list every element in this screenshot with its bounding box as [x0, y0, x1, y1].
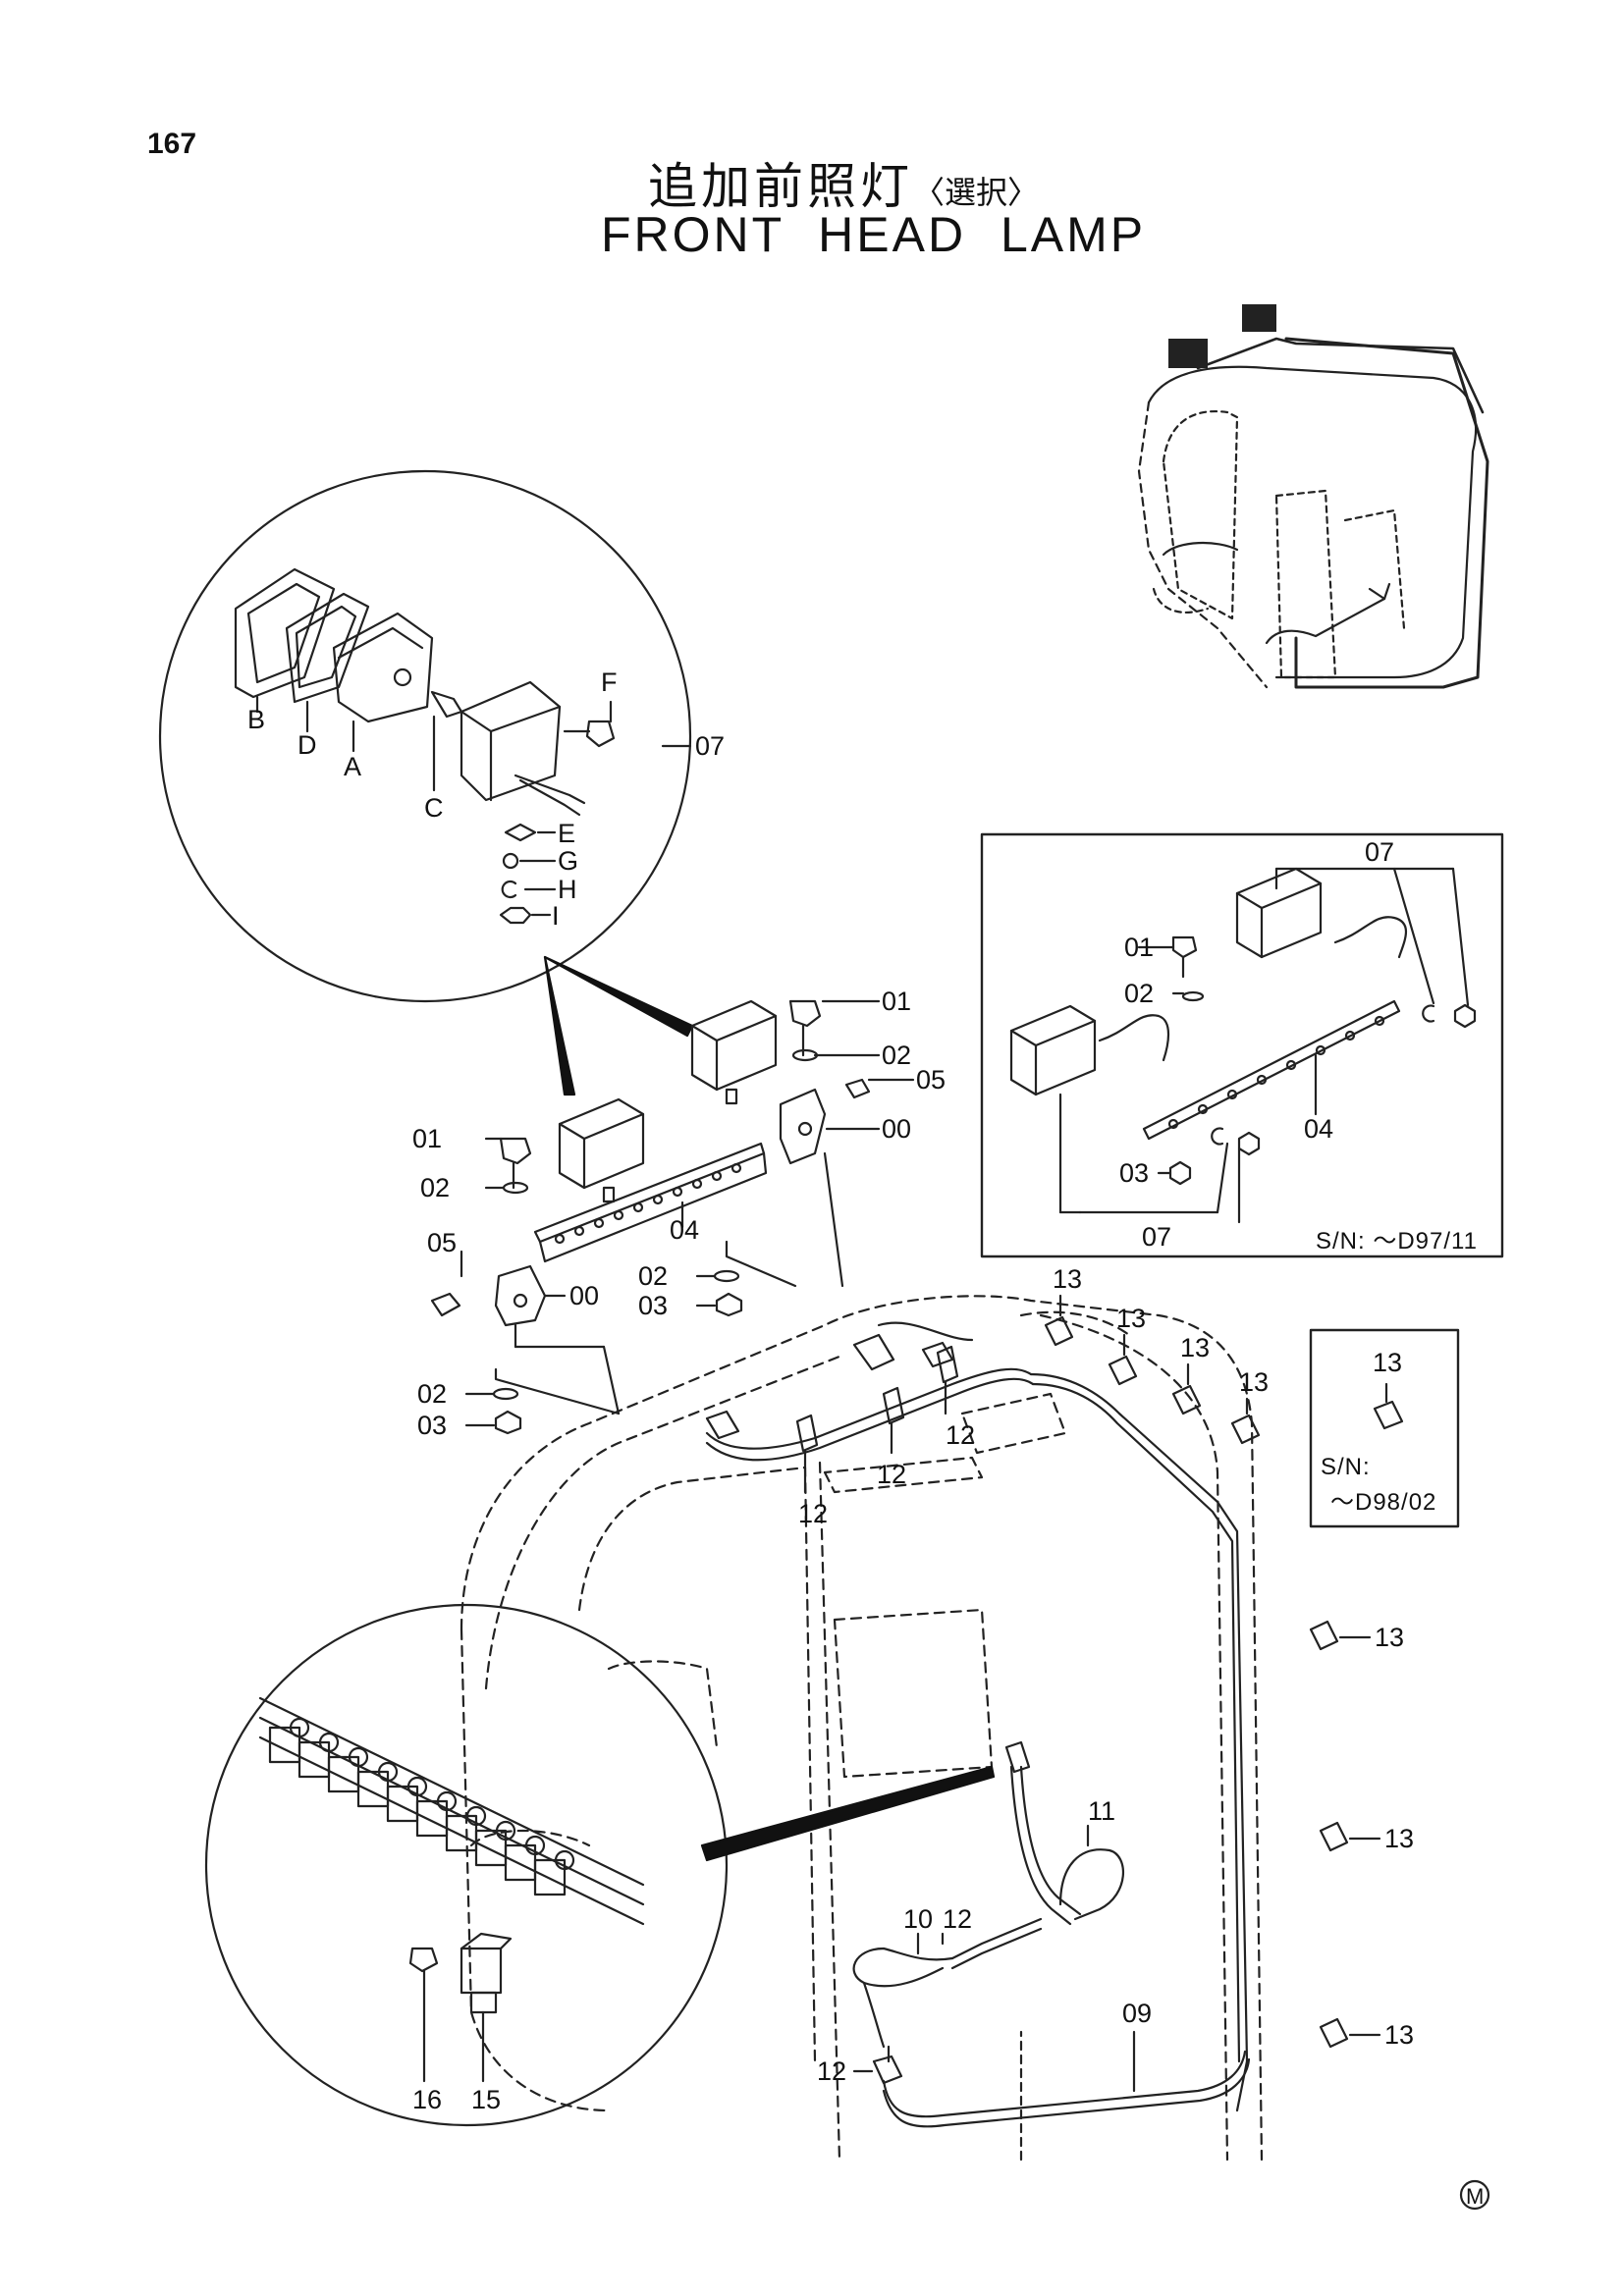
title-english: FRONT HEAD LAMP	[601, 207, 1147, 262]
lamp-detail-circle	[158, 469, 692, 1003]
variant-inset-box	[980, 832, 1504, 1258]
callout-13-c: 13	[1180, 1333, 1210, 1362]
inset-callout-07-top: 07	[1365, 837, 1394, 867]
inset-callout-07-bottom: 07	[1142, 1222, 1171, 1252]
callout-13-e: 13	[1375, 1623, 1404, 1652]
callout-01-left: 01	[412, 1124, 442, 1153]
cab-overview-illustration	[1137, 304, 1489, 689]
label-B: B	[247, 705, 265, 734]
callout-00-right: 00	[882, 1114, 911, 1144]
callout-16: 16	[412, 2085, 442, 2114]
main-lamps	[558, 999, 778, 1203]
callout-02-lower: 02	[417, 1379, 447, 1409]
callout-04: 04	[670, 1215, 699, 1245]
cab-body-illustration	[460, 1295, 1264, 2162]
callout-02-left: 02	[420, 1173, 450, 1202]
label-F: F	[601, 667, 618, 697]
variant-inset-parts	[1009, 867, 1477, 1224]
callout-05-left: 05	[427, 1228, 457, 1257]
lamp-exploded-parts	[234, 567, 692, 925]
title-japanese-suffix: 〈選択〉	[913, 175, 1040, 210]
lower-harness	[852, 1740, 1251, 2162]
callout-15: 15	[471, 2085, 501, 2114]
page-mark-circle	[1459, 2179, 1490, 2211]
callout-13-f: 13	[1384, 1824, 1414, 1853]
label-C: C	[424, 793, 444, 823]
relay-detail-circle	[204, 1603, 729, 2127]
callout-02-mid: 02	[638, 1261, 668, 1291]
title-japanese: 追加前照灯〈選択〉	[648, 147, 1039, 218]
callout-10: 10	[903, 1904, 933, 1934]
clip-inset-box	[1309, 1328, 1460, 1528]
callout-13-g: 13	[1384, 2020, 1414, 2050]
inset-callout-04: 04	[1304, 1114, 1333, 1144]
page-number: 167	[147, 128, 197, 160]
label-E: E	[558, 819, 575, 848]
clip-inset-parts	[1373, 1382, 1404, 1430]
callout-13-a: 13	[1053, 1264, 1082, 1294]
callout-00-left: 00	[569, 1281, 599, 1310]
relay-parts	[258, 1696, 645, 2083]
callout-01-right: 01	[882, 987, 911, 1016]
inset-serial-number: S/N: ～D97/11	[1316, 1228, 1478, 1255]
roof-harness	[705, 1321, 1249, 2112]
callout-12-e: 12	[817, 2056, 846, 2086]
label-07-detail: 07	[695, 731, 725, 761]
label-I: I	[552, 901, 560, 931]
clip-inset-serial-label: S/N:	[1321, 1454, 1371, 1480]
label-A: A	[344, 752, 361, 781]
clip-inset-callout-13: 13	[1373, 1348, 1402, 1377]
callout-12-b: 12	[877, 1460, 906, 1489]
lamp-bracket	[430, 999, 915, 1435]
clip-inset-serial-value: ～D98/02	[1330, 1489, 1436, 1516]
callout-09: 09	[1122, 1999, 1152, 2028]
callout-05-right: 05	[916, 1065, 946, 1095]
callout-13-d: 13	[1239, 1367, 1269, 1397]
page-mark: M	[1466, 2184, 1484, 2209]
title-japanese-main: 追加前照灯	[648, 159, 913, 214]
callout-11: 11	[1088, 1796, 1115, 1826]
inset-callout-01: 01	[1124, 933, 1154, 962]
inset-callout-02: 02	[1124, 979, 1154, 1008]
callout-03-lower: 03	[417, 1411, 447, 1440]
callout-13-b: 13	[1116, 1304, 1146, 1333]
callout-12-c: 12	[798, 1499, 828, 1528]
label-D: D	[298, 730, 317, 760]
label-G: G	[558, 846, 578, 876]
callout-12-a: 12	[946, 1420, 975, 1450]
callout-12-d: 12	[943, 1904, 972, 1934]
inset-callout-03: 03	[1119, 1158, 1149, 1188]
callout-03-mid: 03	[638, 1291, 668, 1320]
label-H: H	[558, 875, 577, 904]
callout-02-right: 02	[882, 1041, 911, 1070]
clips-13	[1044, 1294, 1381, 2049]
